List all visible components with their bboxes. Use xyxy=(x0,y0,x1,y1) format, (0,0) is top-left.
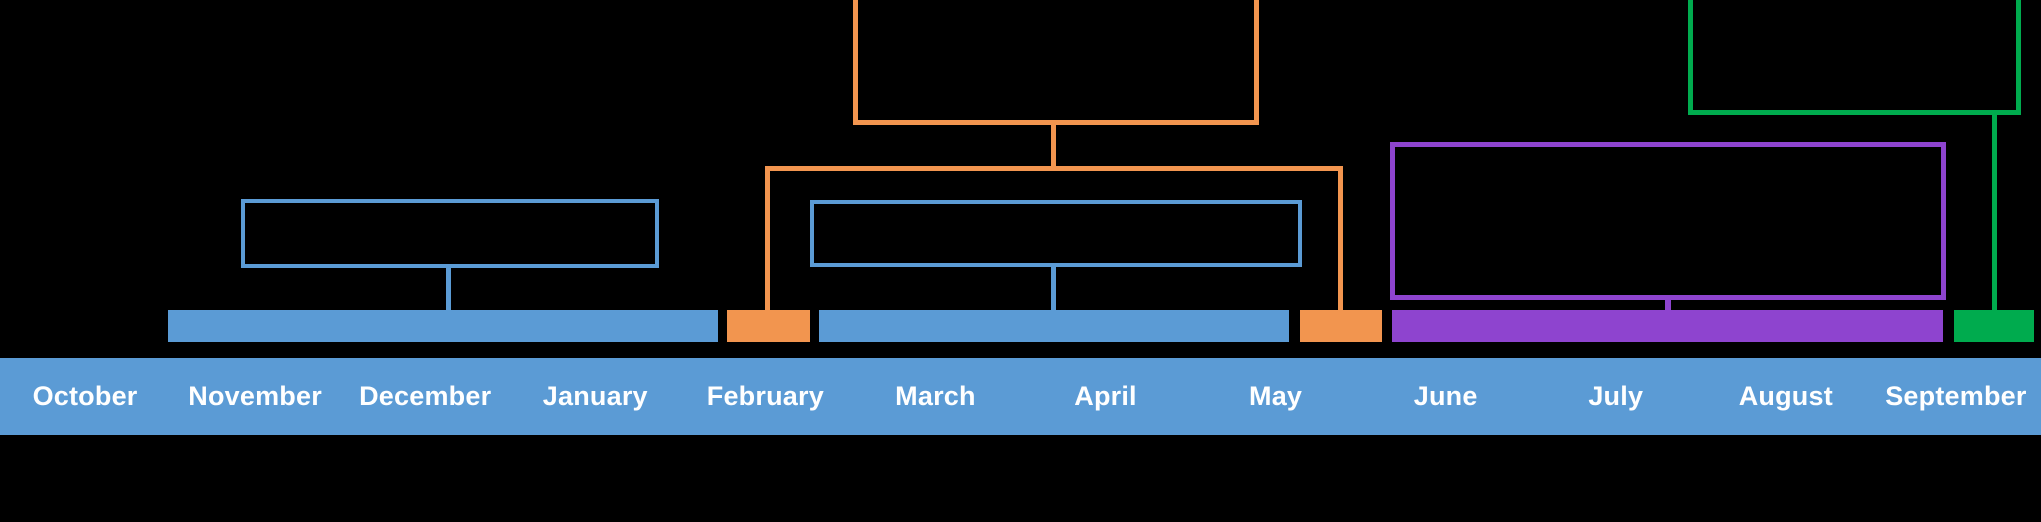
axis-month-february[interactable]: February xyxy=(706,381,824,411)
connector-orange-span xyxy=(765,166,1343,171)
axis-month-april[interactable]: April xyxy=(1074,381,1137,411)
box-green-top[interactable] xyxy=(1688,0,2021,115)
box-blue-1[interactable] xyxy=(241,199,659,268)
connector-orange-right xyxy=(1338,166,1343,312)
axis-month-may[interactable]: May xyxy=(1249,381,1303,411)
connector-orange-left xyxy=(765,166,770,312)
axis-month-december[interactable]: December xyxy=(359,381,492,411)
connector-green xyxy=(1992,110,1997,312)
box-orange-top[interactable] xyxy=(853,0,1259,125)
axis-month-november[interactable]: November xyxy=(188,381,322,411)
bar-orange-2[interactable] xyxy=(1300,310,1382,342)
bar-purple[interactable] xyxy=(1392,310,1943,342)
connector-purple xyxy=(1665,296,1671,314)
connector-orange-stem xyxy=(1051,125,1056,170)
box-purple[interactable] xyxy=(1390,142,1946,300)
axis-month-july[interactable]: July xyxy=(1588,381,1644,411)
bar-blue-1[interactable] xyxy=(168,310,718,342)
axis-month-june[interactable]: June xyxy=(1413,381,1478,411)
axis-month-january[interactable]: January xyxy=(542,381,648,411)
axis-month-october[interactable]: October xyxy=(32,381,138,411)
month-axis: October November December January Februa… xyxy=(0,358,2041,435)
axis-month-september[interactable]: September xyxy=(1885,381,2027,411)
bar-blue-2[interactable] xyxy=(819,310,1289,342)
bar-orange-1[interactable] xyxy=(727,310,810,342)
bar-green[interactable] xyxy=(1954,310,2034,342)
axis-month-march[interactable]: March xyxy=(895,381,976,411)
connector-blue-2 xyxy=(1051,263,1056,312)
axis-month-august[interactable]: August xyxy=(1738,381,1833,411)
connector-blue-1 xyxy=(446,264,451,312)
box-blue-2[interactable] xyxy=(810,200,1302,267)
